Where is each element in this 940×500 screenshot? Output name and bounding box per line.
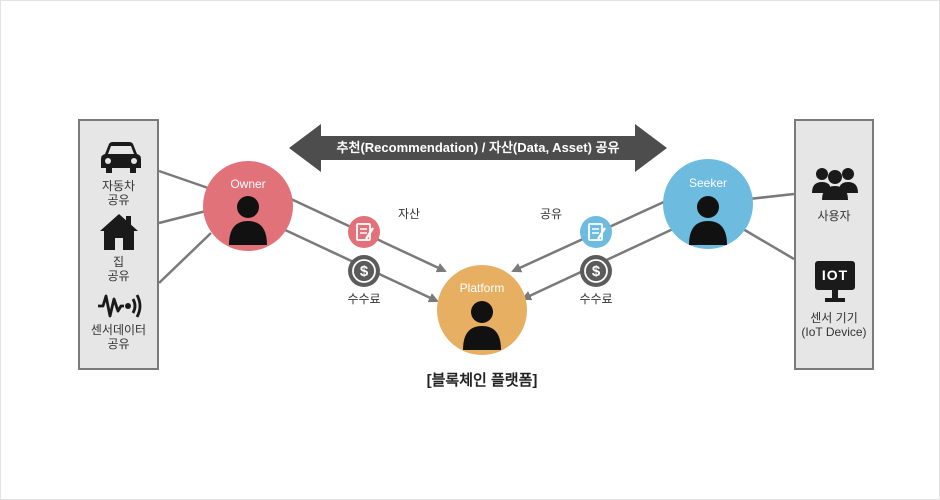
fee-coin-right-icon: $ (580, 255, 612, 287)
double-arrow-icon (289, 124, 667, 172)
house-to-owner-line (158, 209, 207, 225)
sensor-share-label-line2: 공유 (107, 337, 130, 351)
car-to-owner-line (158, 169, 212, 191)
recommendation-banner: 추천(Recommendation) / 자산(Data, Asset) 공유 (289, 124, 667, 172)
svg-text:$: $ (360, 263, 369, 280)
house-share-label-line2: 공유 (107, 269, 130, 283)
seeker-node: Seeker (663, 159, 753, 249)
platform-node: Platform (437, 265, 527, 355)
sensor-to-owner-line (158, 232, 212, 284)
banner-label: 추천(Recommendation) / 자산(Data, Asset) 공유 (336, 140, 620, 155)
house-share-label-line1: 집 (112, 255, 125, 269)
seeker-to-iot-line (742, 227, 795, 261)
platform-person-icon (463, 301, 501, 350)
iot-monitor-icon: IOT (815, 261, 855, 303)
iot-label-line1: 센서 기기 (810, 311, 858, 325)
user-group-icon (812, 168, 858, 200)
user-label: 사용자 (817, 209, 851, 223)
iot-icon-text: IOT (821, 267, 849, 283)
fee-right-label: 수수료 (579, 292, 613, 306)
share-flow-label: 공유 (539, 207, 563, 221)
svg-text:$: $ (592, 263, 601, 280)
seeker-to-user-line (748, 192, 795, 201)
platform-caption: [블록체인 플랫폼] (426, 372, 538, 389)
seeker-targets-panel: 사용자 IOT 센서 기기 (IoT Device) (794, 119, 874, 370)
owner-node: Owner (203, 161, 293, 251)
platform-label: Platform (459, 281, 505, 295)
fee-left-label: 수수료 (347, 292, 381, 306)
seeker-label: Seeker (688, 176, 728, 190)
car-share-label-line2: 공유 (107, 193, 130, 207)
owner-person-icon (229, 196, 267, 245)
seeker-person-icon (689, 196, 727, 245)
owner-label: Owner (230, 177, 266, 191)
share-document-icon (580, 216, 612, 248)
asset-flow-label: 자산 (397, 207, 421, 221)
iot-label-line2: (IoT Device) (801, 325, 867, 339)
house-icon (100, 214, 138, 250)
sensor-wave-icon (98, 294, 142, 318)
asset-document-icon (348, 216, 380, 248)
sensor-share-label-line1: 센서데이터 (90, 323, 147, 337)
car-share-label-line1: 자동차 (101, 179, 136, 193)
car-icon (101, 142, 141, 173)
fee-coin-left-icon: $ (348, 255, 380, 287)
owner-assets-panel: 자동차 공유 집 공유 센서데이터 공유 (78, 119, 159, 370)
